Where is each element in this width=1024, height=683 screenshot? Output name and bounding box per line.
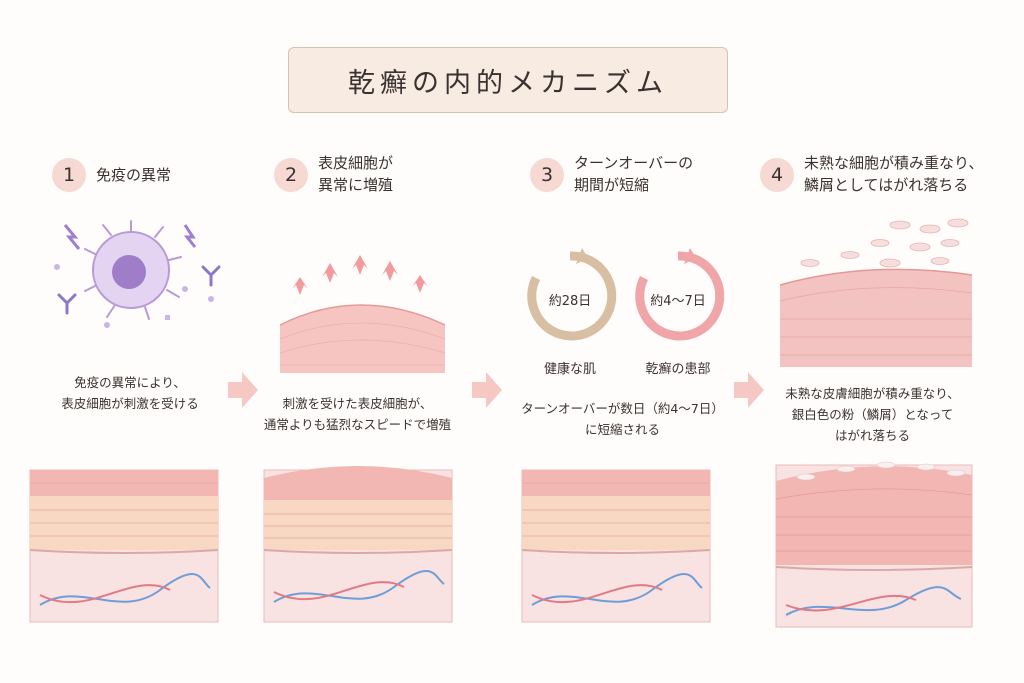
skin-cross-section — [29, 469, 219, 623]
cycle-arrow-icon — [635, 248, 725, 341]
right-arrow-icon — [734, 372, 764, 408]
scaling-skin-illustration — [779, 218, 973, 367]
step-caption: 刺激を受けた表皮細胞が、 通常よりも猛烈なスピードで増殖 — [263, 396, 452, 432]
step-caption: ターンオーバーが数日（約4～7日） に短縮される — [521, 401, 724, 437]
cycle-caption: 健康な肌 — [543, 362, 596, 377]
cycle-days-label: 約4～7日 — [650, 294, 706, 309]
antibody-icon — [57, 265, 221, 315]
step-number: 3 — [530, 158, 564, 192]
up-arrow-icon — [292, 255, 428, 295]
right-arrow-icon — [228, 372, 258, 408]
step-title: ターンオーバーの 期間が短縮 — [574, 154, 694, 194]
lightning-icon — [183, 224, 197, 248]
step-number: 2 — [274, 158, 308, 192]
step-number: 4 — [760, 158, 794, 192]
step-title: 表皮細胞が 異常に増殖 — [318, 154, 394, 194]
immune-cell-illustration — [54, 220, 221, 328]
right-arrow-icon — [472, 372, 502, 408]
cycle-days-label: 約28日 — [548, 294, 592, 309]
step-title: 未熟な細胞が積み重なり、 鱗屑としてはがれ落ちる — [804, 154, 984, 194]
skin-cross-section — [521, 469, 711, 623]
page-title: 乾癬の内的メカニズム — [288, 47, 728, 113]
cycle-caption: 乾癬の患部 — [645, 362, 711, 377]
scale-flake — [800, 218, 969, 268]
step-title: 免疫の異常 — [96, 166, 172, 184]
skin-cross-section — [263, 466, 453, 623]
cycle-arrow-icon — [527, 248, 617, 341]
step-caption: 未熟な皮膚細胞が積み重なり、 銀白色の粉（鱗屑）となって はがれ落ちる — [785, 386, 960, 443]
skin-cross-section — [775, 461, 973, 628]
step-caption: 免疫の異常により、 表皮細胞が刺激を受ける — [61, 375, 199, 411]
proliferating-skin-illustration — [279, 255, 446, 373]
step-number: 1 — [52, 158, 86, 192]
lightning-icon — [63, 224, 81, 250]
